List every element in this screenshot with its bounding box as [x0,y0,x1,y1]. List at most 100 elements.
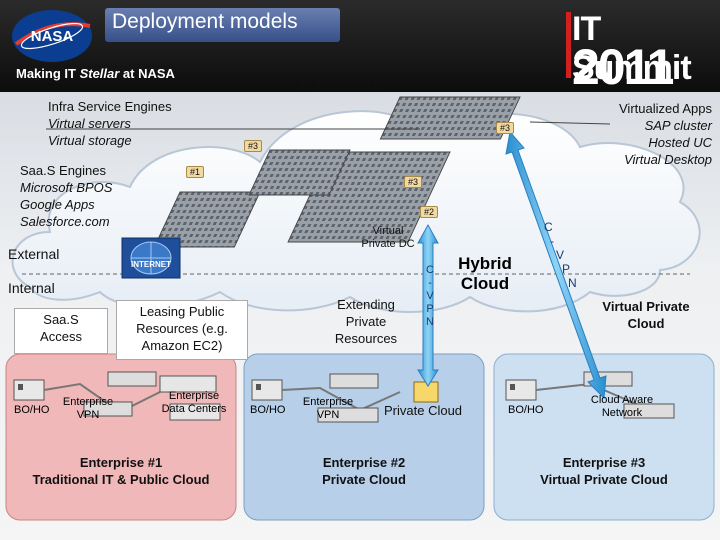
cvpn-arrow-diagonal [505,130,607,400]
diagram-canvas [5,96,715,521]
infra-item-virtual-storage: Virtual storage [48,133,132,148]
enterprise-1-name-line-2: Traditional IT & Public Cloud [32,472,210,487]
cvpn-left-n: N [426,316,434,328]
vpdc-line-2: Private DC [361,238,415,250]
tag-3-center: #3 [404,176,423,188]
tag-3-left: #3 [244,140,263,152]
slide-header: Deployment models NASA Making IT Stellar… [0,0,720,95]
tag-3-upper: #3 [496,122,515,134]
saas-access-box: Saa.S Access [14,308,108,354]
enterprise-2-bo-building-icon [251,379,283,401]
summit-year: 2011 [572,39,674,95]
enterprise-1-router-icon [83,371,157,417]
tag-1: #1 [186,166,205,178]
enterprise-2-vpn-label: Enterprise VPN [298,396,358,422]
enterprise-3-name-line-1: Enterprise #3 [562,455,646,470]
enterprise-1-vpn-line-1: Enterprise [62,396,114,408]
enterprise-2-vpn-line-1: Enterprise [302,396,354,408]
enterprise-3-panel [493,353,715,521]
enterprise-2-name: Enterprise #2 Private Cloud [250,454,478,488]
enterprise-1-bo-label: BO/HO [14,404,50,416]
diagram-area: Public Cloud Infra Service Engines Virtu… [0,78,720,540]
private-cloud-label: Private Cloud [384,403,463,418]
internet-globe-icon [121,237,181,279]
cvpn-right-c: C [544,220,553,234]
leasing-line-1: Leasing Public [139,304,225,319]
cvpn-arrow-vertical [417,223,439,387]
tagline-brand: Stellar [79,66,120,81]
enterprise-2-vpn-link [281,386,401,412]
extending-resources-label: Extending Private Resources [318,296,414,347]
summit-name: IT Summit [572,10,692,87]
saas-access-line-1: Saa.S [43,312,79,327]
tagline-post: at NASA [119,66,175,81]
virtual-private-cloud-label: Virtual Private Cloud [588,298,704,332]
enterprise-2-name-line-1: Enterprise #2 [322,455,406,470]
enterprise-1-dc-line-2: Data Centers [161,403,227,415]
page-title: Deployment models [112,10,298,33]
enterprise-2-router-icon [317,373,379,423]
saas-engines-title: Saa.S Engines [20,163,107,178]
tag-2: #2 [420,206,439,218]
enterprise-1-bo-building-icon [13,379,45,401]
enterprise-1-name-line-1: Enterprise #1 [79,455,163,470]
leasing-line-3: Amazon EC2) [141,338,223,353]
saas-engines-block: Saa.S Engines Microsoft BPOS Google Apps… [20,162,112,230]
cvpn-left-p: P [426,303,434,315]
enterprise-1-dc-line-1: Enterprise [168,390,220,402]
infra-item-virtual-servers: Virtual servers [48,116,131,131]
cvpn-left-v: V [426,290,434,302]
virt-leader-line [529,121,611,125]
tagline: Making IT Stellar at NASA [16,66,175,81]
hybrid-cloud-label: Hybrid Cloud [448,254,522,294]
enterprise-1-name: Enterprise #1 Traditional IT & Public Cl… [10,454,232,488]
enterprise-1-dc-label: Enterprise Data Centers [158,390,230,416]
cvpn-right-dash: - [550,234,554,248]
enterprise-1-vpn-label: Enterprise VPN [58,396,118,422]
virtualized-apps-title: Virtualized Apps [619,101,712,116]
enterprise-3-bo-building-icon [505,379,537,401]
saas-item-google: Google Apps [20,197,95,212]
private-cloud-server-icon [413,381,439,403]
cvpn-left-c: C [426,264,434,276]
cvpn-right-v: V [556,248,565,262]
enterprise-1-vpn-line-2: VPN [76,409,100,421]
enterprise-2-bo-label: BO/HO [250,404,286,416]
virtualized-apps-block: Virtualized Apps SAP cluster Hosted UC V… [596,100,712,168]
nasa-logo-text: NASA [31,28,74,45]
vpc-line-1: Virtual Private [602,299,690,314]
cvpn-right-p: P [562,262,571,276]
cvpn-left-dash: - [428,277,432,289]
enterprise-3-name-line-2: Virtual Private Cloud [540,472,668,487]
hybrid-line-1: Hybrid [458,254,512,273]
internal-zone-label: Internal [8,280,55,296]
datacenter-board-mid [248,149,351,196]
datacenter-board-left [153,191,261,248]
summit-accent-bar [566,12,571,78]
vpdc-line-1: Virtual [372,225,404,237]
internet-label: INTERNET [131,260,171,269]
cloud-aware-line-1: Cloud Aware [590,394,654,406]
nasa-logo: NASA [12,10,92,62]
cvpn-label-left: C - V P N [424,264,436,329]
virt-item-desktop: Virtual Desktop [624,152,712,167]
extending-line-3: Resources [334,331,398,346]
tagline-pre: Making IT [16,66,80,81]
enterprise-1-datacenter-icon [159,375,221,421]
infra-engines-block: Infra Service Engines Virtual servers Vi… [48,98,172,149]
cloud-aware-line-2: Network [601,407,643,419]
leasing-line-2: Resources (e.g. [136,321,228,336]
infra-engines-title: Infra Service Engines [48,99,172,114]
virtual-private-dc-label: Virtual Private DC [356,225,420,251]
saas-item-bpos: Microsoft BPOS [20,180,113,195]
virt-item-uc: Hosted UC [648,135,712,150]
extending-line-2: Private [345,314,387,329]
cvpn-right-n: N [568,276,577,290]
hybrid-line-2: Cloud [460,274,510,293]
cloud-aware-network-label: Cloud Aware Network [582,394,662,420]
saas-item-salesforce: Salesforce.com [20,214,110,229]
enterprise-3-name: Enterprise #3 Virtual Private Cloud [500,454,708,488]
extending-line-1: Extending [337,297,395,312]
vpc-line-2: Cloud [627,316,665,331]
public-cloud-label: Public Cloud [299,78,385,95]
